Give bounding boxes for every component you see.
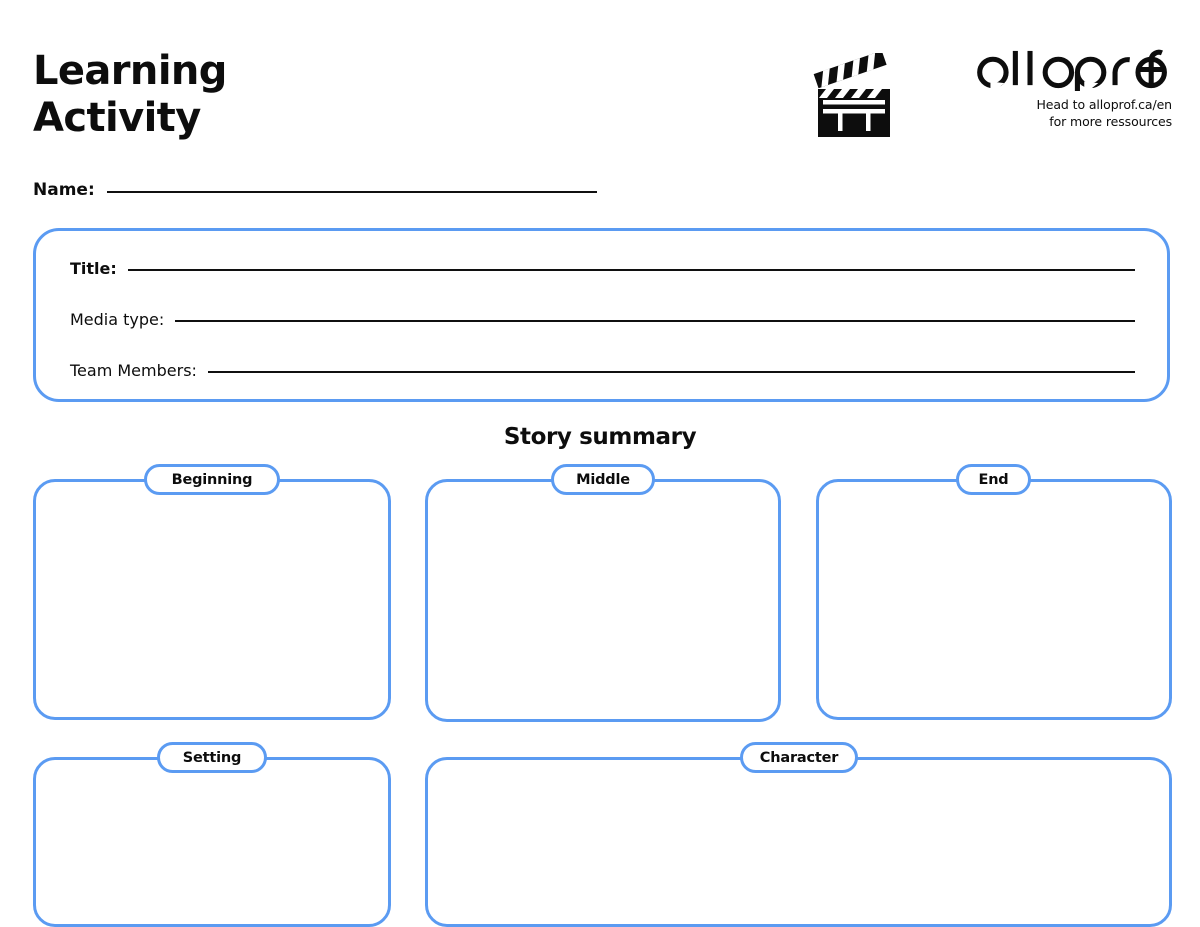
story-label-setting: Setting (157, 742, 267, 773)
worksheet-page: Learning Activity (33, 48, 1173, 927)
story-label-beginning-text: Beginning (171, 471, 253, 488)
story-label-setting-text: Setting (182, 749, 242, 766)
brand-tagline-line-2: for more ressources (1049, 113, 1172, 129)
clapperboard-icon (812, 50, 902, 138)
story-summary-heading: Story summary (503, 424, 697, 450)
story-box-middle[interactable] (425, 479, 781, 722)
page-title: Learning Activity (33, 48, 553, 142)
title-field-row: Title: (70, 259, 1135, 278)
media-type-input[interactable] (175, 320, 1135, 322)
story-label-character-text: Character (759, 749, 839, 766)
story-box-setting[interactable] (33, 757, 391, 927)
title-label: Title: (70, 259, 117, 278)
title-input[interactable] (127, 269, 1135, 271)
name-label: Name: (33, 180, 95, 200)
story-label-end: End (956, 464, 1031, 495)
alloprof-logo (957, 48, 1172, 96)
story-box-character[interactable] (425, 757, 1172, 927)
story-box-end[interactable] (816, 479, 1172, 720)
story-label-middle-text: Middle (576, 471, 630, 488)
team-members-field-row: Team Members: (70, 361, 1135, 380)
name-field-row: Name: (33, 180, 633, 200)
page-title-line-1: Learning (33, 48, 227, 94)
story-label-end-text: End (978, 471, 1009, 488)
name-input[interactable] (106, 191, 597, 193)
brand-block: Head to alloprof.ca/en for more ressourc… (957, 48, 1172, 129)
media-type-label: Media type: (70, 310, 165, 329)
media-type-field-row: Media type: (70, 310, 1135, 329)
page-title-line-2: Activity (33, 95, 201, 141)
story-label-middle: Middle (551, 464, 655, 495)
story-label-character: Character (740, 742, 858, 773)
story-box-beginning[interactable] (33, 479, 391, 720)
info-card: Title: Media type: Team Members: (33, 228, 1170, 402)
brand-tagline-line-1: Head to alloprof.ca/en (1036, 97, 1172, 112)
story-label-beginning: Beginning (144, 464, 280, 495)
team-members-label: Team Members: (70, 361, 197, 380)
team-members-input[interactable] (207, 371, 1135, 373)
